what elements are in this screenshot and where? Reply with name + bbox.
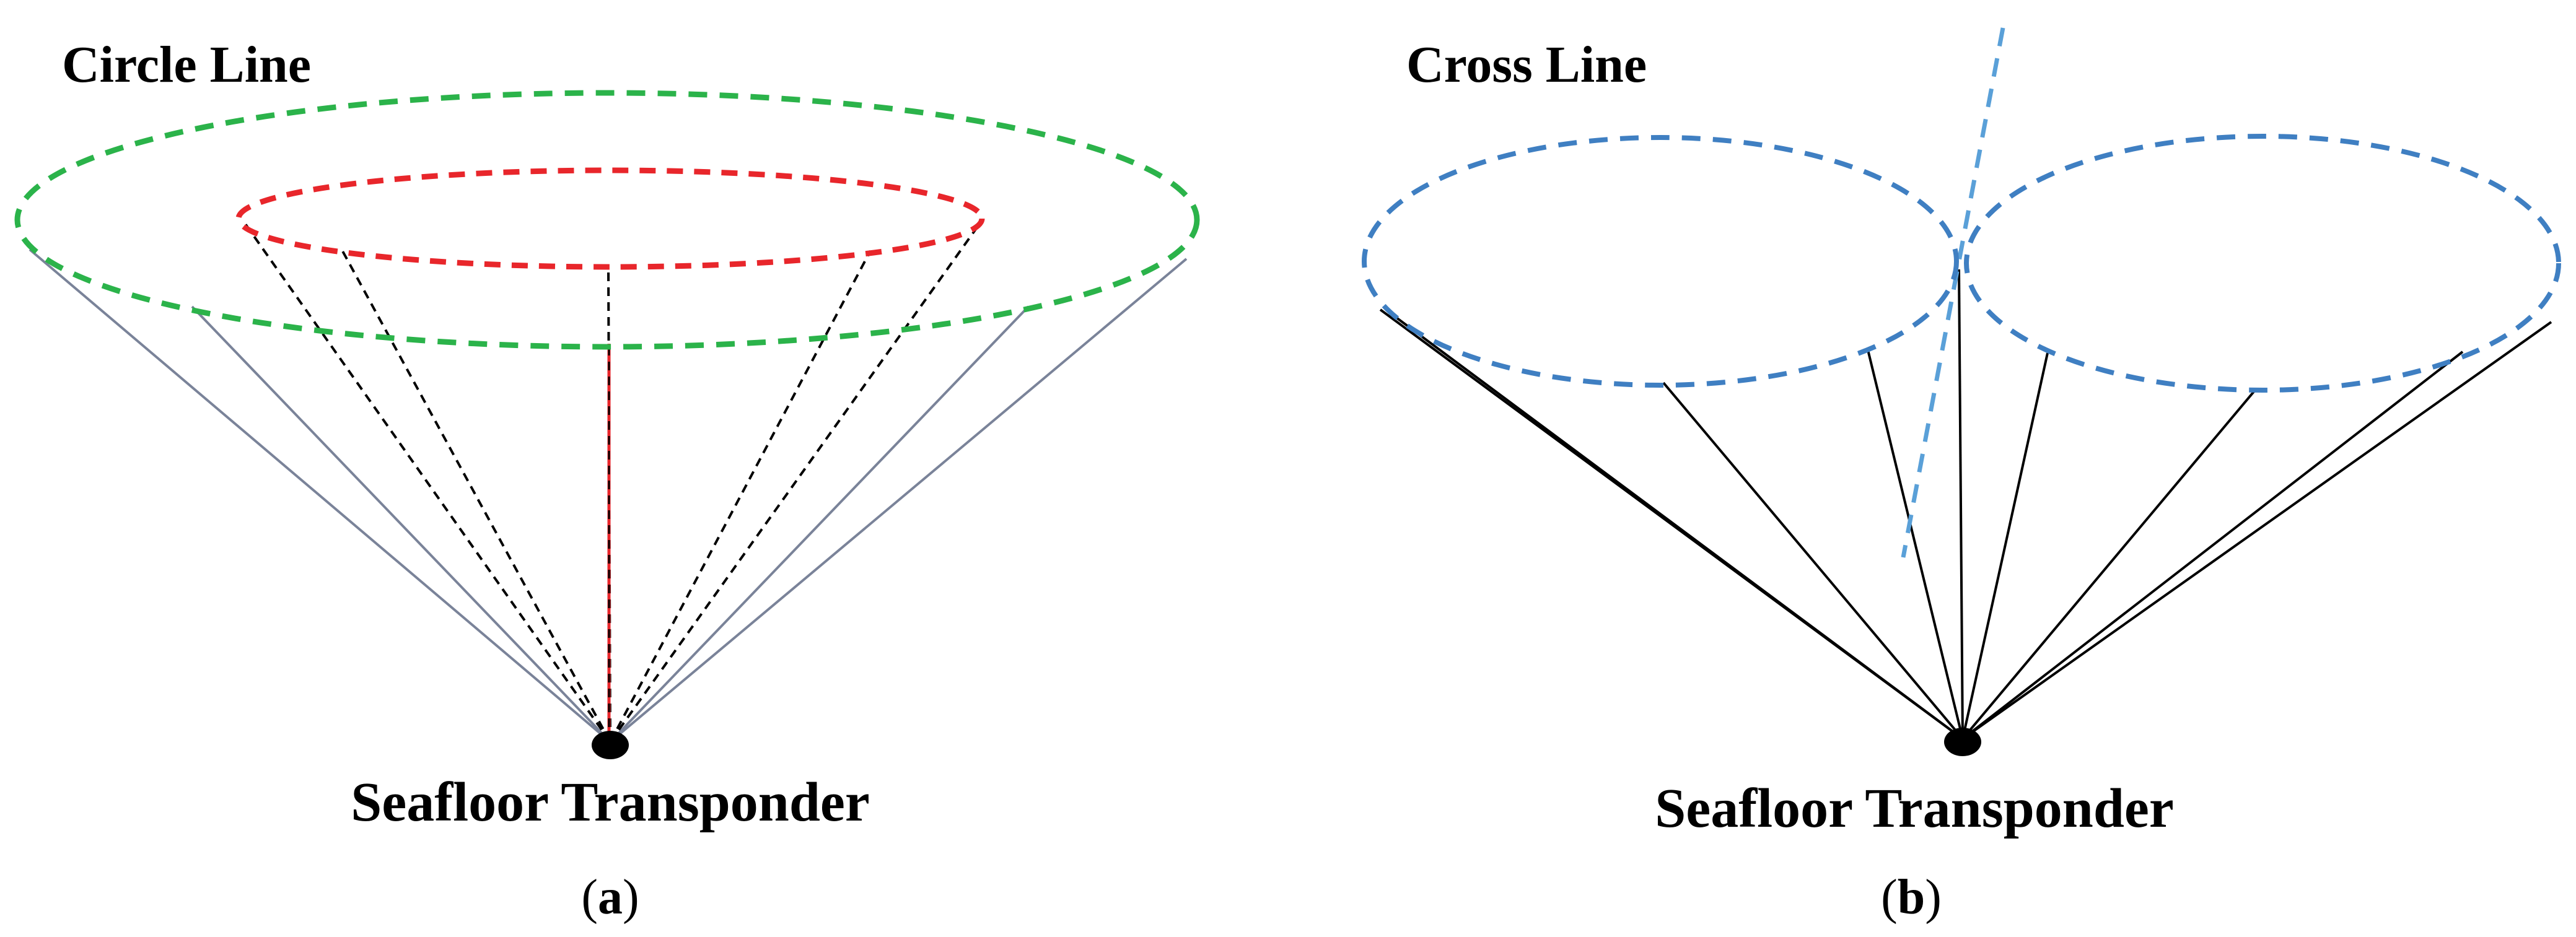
panel-b-left-ring [1362,135,1959,388]
b-ray-9 [1961,321,2552,740]
panel-a-inner-rays [242,219,983,743]
inner-ray-1 [242,219,611,743]
caption-close-paren: ) [1925,870,1942,925]
panel-a-circle-line: Circle Line Seafloor Transponder [14,36,1200,925]
panel-b-rays [1379,269,2552,740]
panel-b-caption: (b) [1881,870,1942,925]
outer-ray-2 [191,305,611,743]
panel-b-title: Cross Line [1406,36,1647,94]
outer-ray-1 [28,248,611,743]
panel-a-caption: (a) [581,870,639,925]
panel-a-transponder-label: Seafloor Transponder [351,772,870,833]
inner-ray-5 [609,219,983,743]
panel-a-inner-ring [235,167,985,270]
b-ray-7 [1961,389,2256,740]
panel-b-divider-line [1901,27,2005,558]
b-ray-4 [1867,349,1964,739]
panel-a-outer-ring [14,90,1200,350]
b-ray-5 [1958,269,1964,739]
caption-close-paren: ) [623,870,639,925]
panel-b-transponder-label: Seafloor Transponder [1655,778,2174,839]
inner-ray-2 [340,247,611,743]
panel-a-outer-rays [28,248,1188,743]
panel-b-right-ring [1964,134,2561,393]
b-ray-3 [1662,381,1964,740]
b-ray-2 [1393,315,1964,740]
caption-open-paren: ( [1881,870,1898,925]
panel-b-caption-letter: b [1898,870,1925,925]
panel-a-caption-letter: a [598,870,623,925]
panel-b-transponder-dot [1944,728,1981,756]
inner-ray-4 [609,250,872,743]
b-ray-6 [1961,352,2049,739]
panel-b-cross-line: Cross Line Seafloor Transponder (b) [1362,27,2561,925]
panel-a-title: Circle Line [62,36,311,94]
outer-ray-3 [609,305,1030,743]
b-ray-8 [1961,351,2464,740]
panel-a-transponder-dot [592,731,629,759]
outer-ray-4 [609,258,1188,743]
caption-open-paren: ( [581,870,598,925]
